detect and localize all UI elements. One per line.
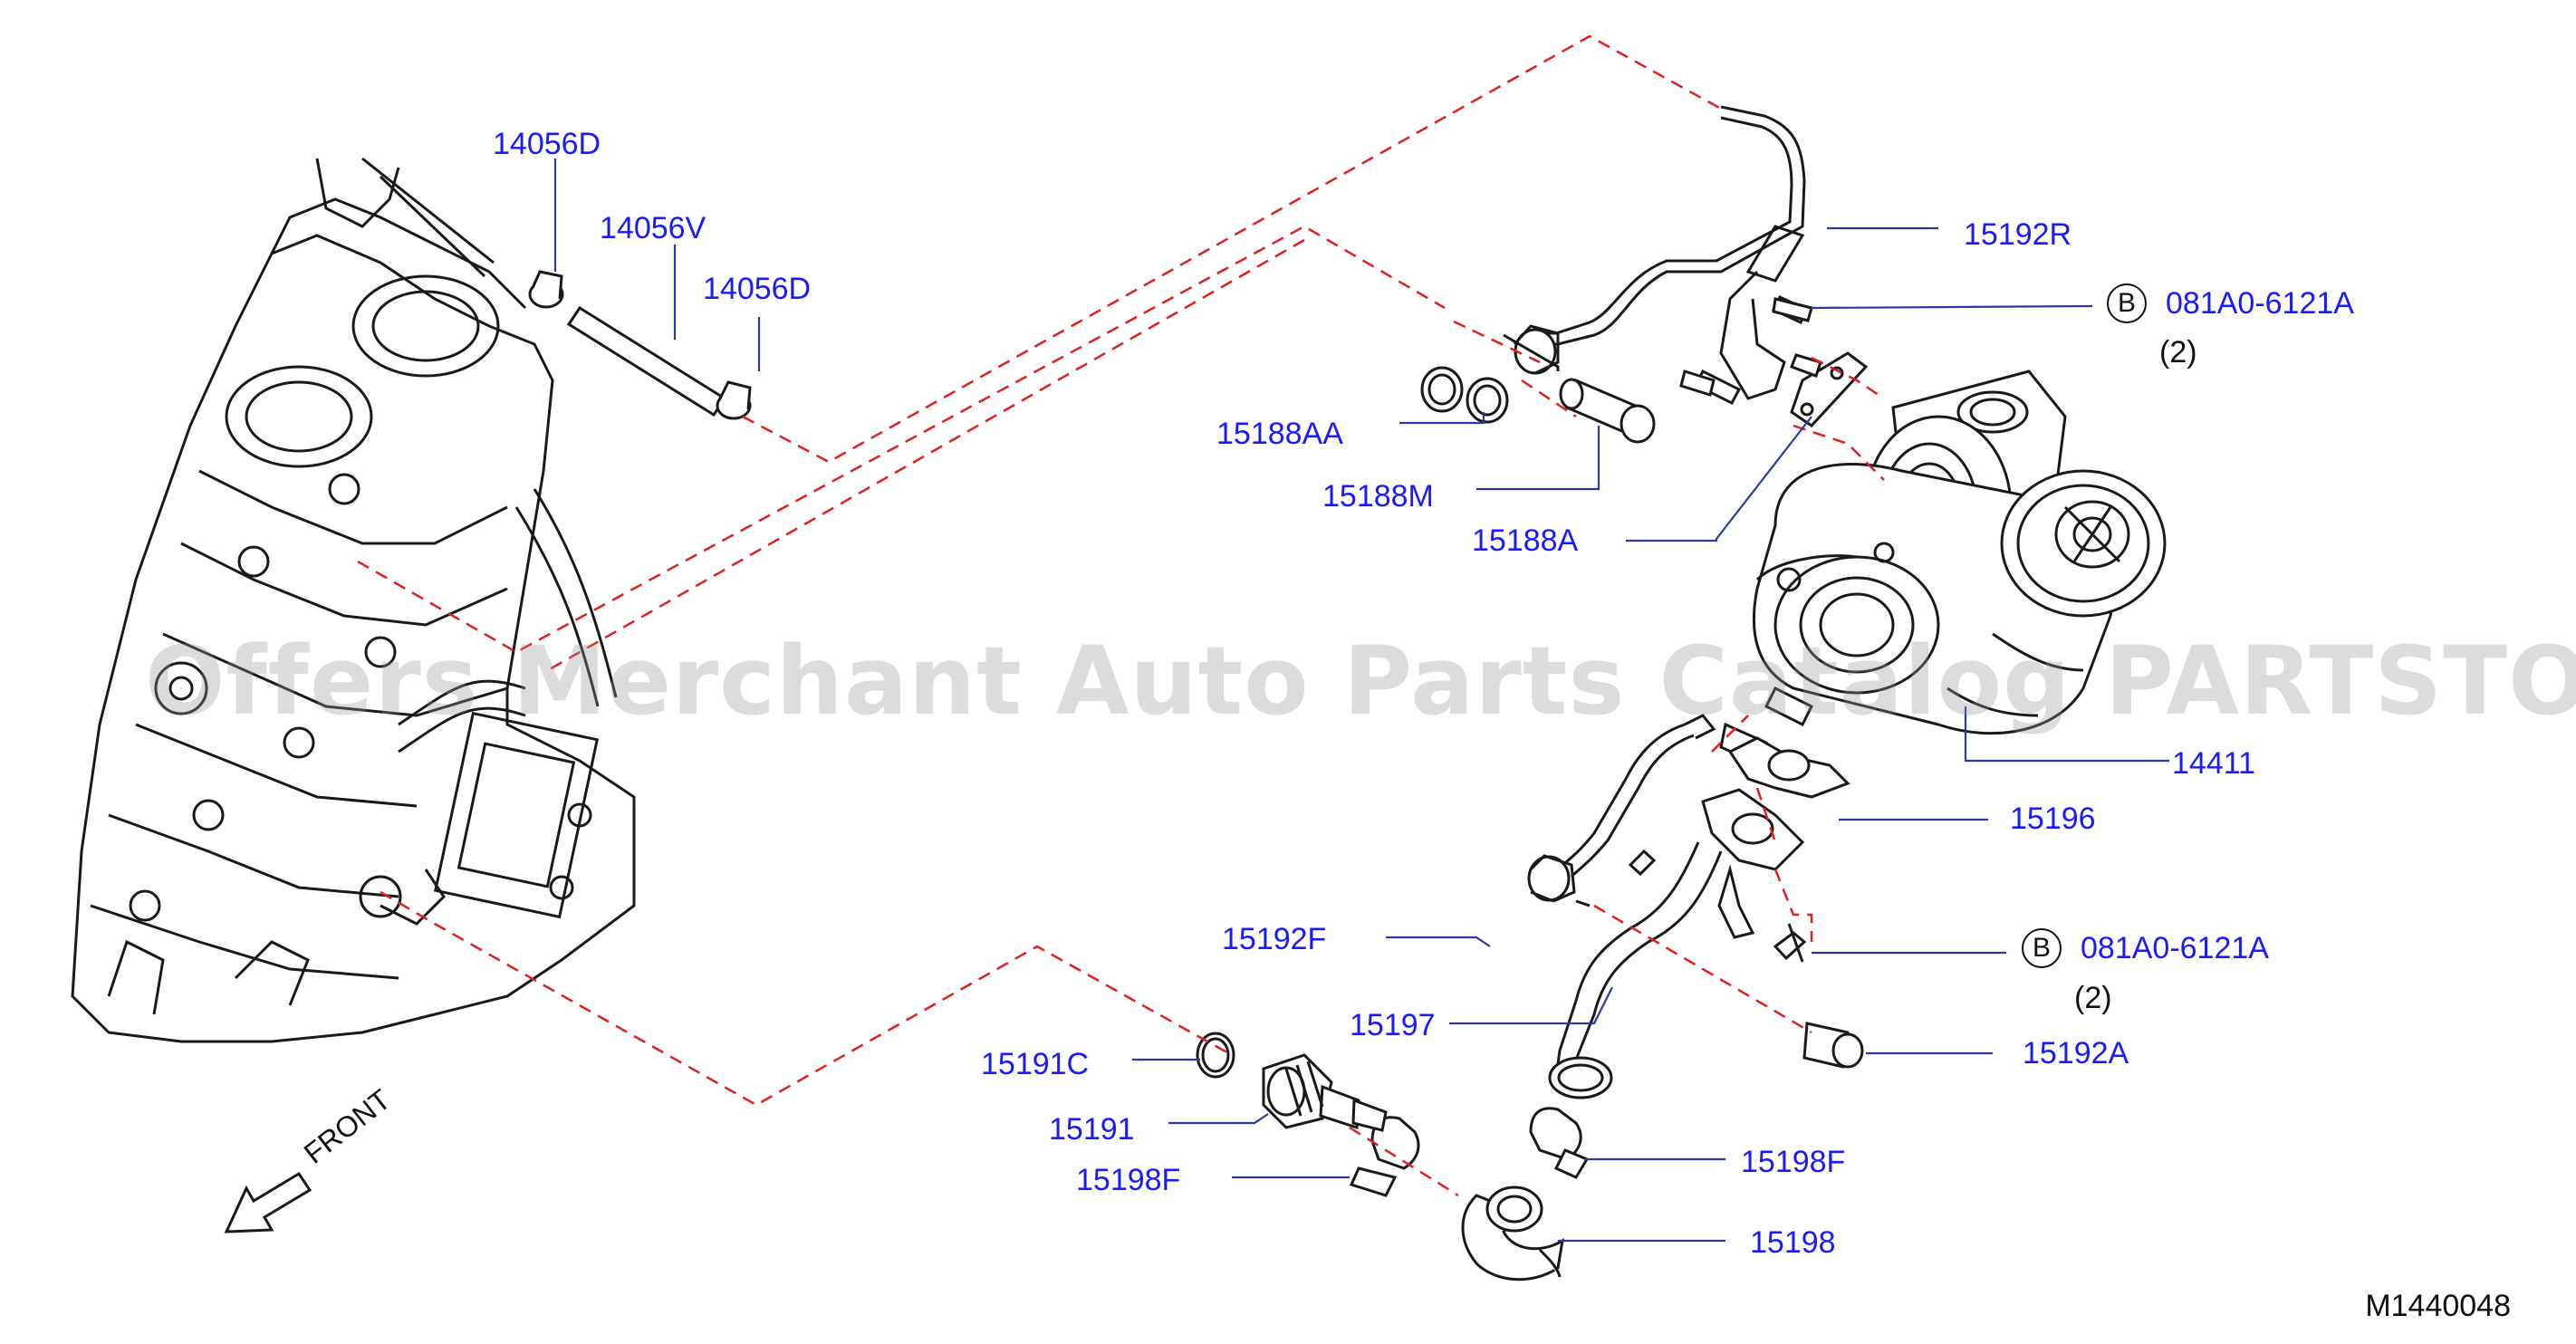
hose-15198-drawing [1461,1186,1565,1282]
callout-15192a[interactable]: 15192A [2023,1036,2129,1070]
callout-14056d-upper[interactable]: 14056D [493,127,601,161]
qty-upper: (2) [2159,335,2197,370]
bolt-marker-b-upper: B [2107,283,2147,323]
turbocharger-drawing [1752,370,2167,735]
watermark: Offers Merchant Auto Parts Catalog PARTS… [145,626,2576,736]
bolt-marker-b-lower: B [2022,928,2062,968]
callout-15191[interactable]: 15191 [1049,1112,1135,1147]
callout-14056v[interactable]: 14056V [600,211,706,245]
diagram-code: M1440048 [2365,1289,2511,1323]
callout-15198[interactable]: 15198 [1750,1225,1836,1260]
hose-parts-drawing [528,270,752,420]
callout-15188a[interactable]: 15188A [1472,523,1579,558]
connector-15191-drawing [1196,1032,1388,1132]
callout-15192f[interactable]: 15192F [1222,922,1327,956]
callout-15197[interactable]: 15197 [1350,1008,1436,1042]
callout-081a0-6121a-upper[interactable]: 081A0-6121A [2166,286,2354,321]
callout-15192r[interactable]: 15192R [1964,217,2072,252]
guide-lines [357,34,1885,1197]
callout-15188m[interactable]: 15188M [1322,479,1434,514]
lower-gaskets-15196-drawing [1701,736,1850,871]
upper-oil-pipe-drawing [1503,105,1806,400]
callout-15196[interactable]: 15196 [2010,802,2096,836]
callout-081a0-6121a-lower[interactable]: 081A0-6121A [2081,931,2269,965]
callout-15188aa[interactable]: 15188AA [1216,417,1343,451]
bolts-drawing [1628,297,1864,1069]
engine-block-drawing [71,157,636,1043]
qty-lower: (2) [2074,981,2112,1015]
callout-leaders [553,158,2169,1243]
callout-14411[interactable]: 14411 [2172,746,2256,781]
front-arrow-icon [224,1171,312,1234]
callout-15198f-right[interactable]: 15198F [1741,1145,1846,1179]
washers-15188aa-drawing [1420,366,1509,424]
clamps-drawing [1349,1056,1613,1197]
return-hose-15197-drawing [1556,841,1755,1074]
callout-14056d-lower[interactable]: 14056D [703,272,812,306]
callout-15191c[interactable]: 15191C [981,1047,1090,1081]
callout-15198f-left[interactable]: 15198F [1076,1163,1181,1197]
banjo-bolt-15188m-drawing [1559,378,1656,444]
